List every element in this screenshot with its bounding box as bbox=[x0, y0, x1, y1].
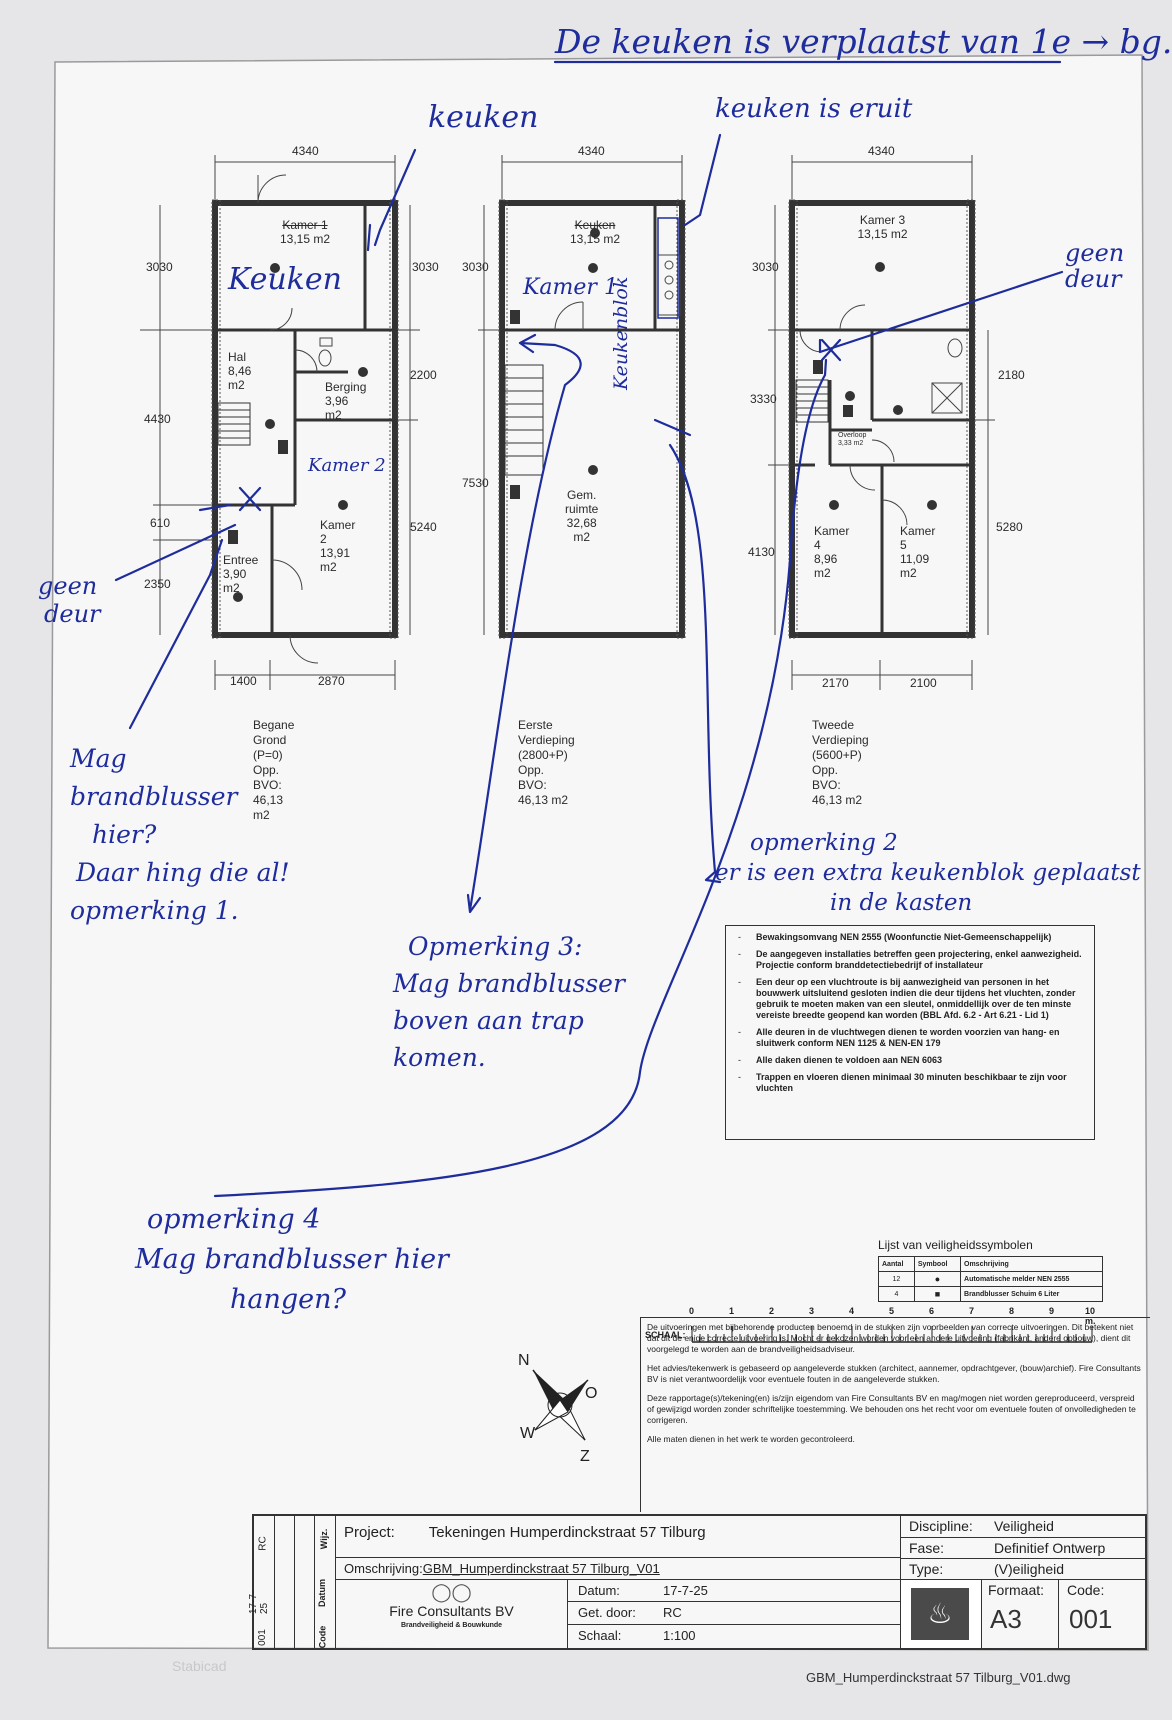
floor1-caption: Begane Grond (P=0) Opp. BVO: 46,13 m2 bbox=[253, 718, 295, 822]
handwritten-kamer1: Kamer 1 bbox=[523, 275, 618, 300]
dim-right-2: 2200 bbox=[410, 368, 437, 382]
fire-logo-icon: ◯◯ bbox=[431, 1582, 472, 1602]
paper-sheet bbox=[47, 54, 1149, 1651]
compass-rose bbox=[532, 1369, 589, 1441]
dim-top: 4340 bbox=[292, 144, 319, 158]
brand-logo-cell: ♨ bbox=[901, 1580, 981, 1648]
handwritten-opmerking-2: opmerking 2 er is een extra keukenblok g… bbox=[715, 830, 1141, 916]
handwritten-keuken-in-room: Keuken bbox=[228, 262, 342, 297]
note-item: -De aangegeven installaties betreffen ge… bbox=[738, 949, 1082, 970]
handwritten-opmerking-1: Mag brandblusser hier? Daar hing die al!… bbox=[70, 744, 290, 925]
safety-symbol-legend: Lijst van veiligheidssymbolen Aantal Sym… bbox=[878, 1238, 1103, 1302]
dim-top: 4340 bbox=[868, 144, 895, 158]
discipline-rows: Discipline:Veiligheid Fase:Definitief On… bbox=[901, 1516, 1145, 1580]
handwritten-keukenblok: Keukenblok bbox=[610, 276, 632, 390]
handwritten-opmerking-3: Opmerking 3: Mag brandblusser boven aan … bbox=[393, 932, 625, 1072]
dim-left-1: 3030 bbox=[462, 260, 489, 274]
dim-right-1: 2180 bbox=[998, 368, 1025, 382]
floor3-caption: Tweede Verdieping (5600+P) Opp. BVO: 46,… bbox=[812, 718, 869, 807]
flame-logo-icon: ♨ bbox=[911, 1588, 969, 1640]
extinguisher-icon: ■ bbox=[913, 1286, 962, 1302]
dim-bottom-1: 1400 bbox=[230, 674, 257, 688]
note-item: -Een deur op een vluchtroute is bij aanw… bbox=[738, 977, 1076, 1020]
project-row: Project: Tekeningen Humperdinckstraat 57… bbox=[336, 1516, 901, 1558]
room-berging: Berging 3,96 m2 bbox=[325, 380, 367, 422]
room-keuken: Keuken 13,15 m2 bbox=[569, 218, 621, 246]
dim-left-2: 3330 bbox=[750, 392, 777, 406]
dim-left-3: 610 bbox=[150, 516, 171, 530]
footer-stamp: Stabicad bbox=[172, 1658, 227, 1674]
company-logo-cell: ◯◯ Fire Consultants BV Brandveiligheid &… bbox=[336, 1580, 568, 1648]
floor-eerste-verdieping bbox=[478, 155, 686, 639]
handwritten-keuken-label: keuken bbox=[428, 100, 539, 135]
room-kamer1: Kamer 1 13,15 m2 bbox=[279, 218, 331, 246]
room-hal: Hal 8,46 m2 bbox=[228, 350, 252, 392]
scale-label: SCHAAL: bbox=[645, 1330, 686, 1340]
room-kamer3: Kamer 3 13,15 m2 bbox=[857, 213, 908, 241]
detector-icon: ● bbox=[913, 1271, 962, 1287]
handwritten-annotations bbox=[114, 60, 1064, 1198]
dim-left-2: 4430 bbox=[144, 412, 171, 426]
dim-left-3: 4130 bbox=[748, 545, 775, 559]
dim-top: 4340 bbox=[578, 144, 605, 158]
room-gem-ruimte: Gem. ruimte 32,68 m2 bbox=[565, 488, 599, 544]
room-kamer4: Kamer 4 8,96 m2 bbox=[814, 524, 850, 580]
room-kamer5: Kamer 5 11,09 m2 bbox=[900, 524, 936, 580]
floor2-caption: Eerste Verdieping (2800+P) Opp. BVO: 46,… bbox=[518, 718, 575, 807]
legend-title: Lijst van veiligheidssymbolen bbox=[878, 1238, 1033, 1252]
dim-left-4: 2350 bbox=[144, 577, 171, 591]
floor-begane-grond bbox=[140, 155, 420, 690]
dim-right-3: 5240 bbox=[410, 520, 437, 534]
note-item: -Bewakingsomvang NEN 2555 (Woonfunctie N… bbox=[738, 932, 1052, 942]
room-kamer2: Kamer 2 13,91 m2 bbox=[320, 518, 356, 574]
table-row: Aantal Symbool Omschrijving bbox=[878, 1256, 1103, 1272]
handwritten-geen-deur-left: geen deur bbox=[38, 572, 101, 628]
dim-left-1: 3030 bbox=[146, 260, 173, 274]
legend-table: Aantal Symbool Omschrijving 12 ● Automat… bbox=[878, 1256, 1103, 1302]
room-entree: Entree 3,90 m2 bbox=[223, 553, 259, 595]
handwritten-keuken-eruit: keuken is eruit bbox=[715, 94, 913, 124]
handwritten-geen-deur-right: geen deur bbox=[1065, 239, 1125, 293]
handwritten-top-note: De keuken is verplaatst van 1e → bg. bbox=[555, 22, 1172, 61]
dim-right-1: 3030 bbox=[412, 260, 439, 274]
disclaimer-box: De uitvoeringen met bijbehorende product… bbox=[640, 1317, 1150, 1512]
title-block: RC 17-7-25 001 Wijz. Datum Code Project:… bbox=[248, 1514, 1147, 1650]
formaat-cell: Formaat: A3 bbox=[981, 1580, 1059, 1648]
table-row: 12 ● Automatische melder NEN 2555 bbox=[878, 1271, 1103, 1287]
dim-left-1: 3030 bbox=[752, 260, 779, 274]
handwritten-kamer2: Kamer 2 bbox=[308, 455, 386, 476]
footer-filename: GBM_Humperdinckstraat 57 Tilburg_V01.dwg bbox=[806, 1670, 1071, 1685]
meta-rows: Datum:17-7-25 Get. door:RC Schaal:1:100 bbox=[568, 1580, 901, 1648]
revision-columns: RC 17-7-25 001 Wijz. Datum Code bbox=[248, 1516, 336, 1648]
scale-bar bbox=[691, 1326, 1093, 1343]
room-overloop: Overloop 3,33 m2 bbox=[838, 432, 867, 447]
dim-bottom-2: 2870 bbox=[318, 674, 345, 688]
note-item: -Alle daken dienen te voldoen aan NEN 60… bbox=[738, 1055, 943, 1065]
omschrijving-row: Omschrijving:GBM_Humperdinckstraat 57 Ti… bbox=[336, 1558, 901, 1580]
notes-box: -Bewakingsomvang NEN 2555 (Woonfunctie N… bbox=[725, 925, 1095, 1140]
dim-right-2: 5280 bbox=[996, 520, 1023, 534]
code-cell: Code: 001 bbox=[1067, 1582, 1113, 1634]
table-row: 4 ■ Brandblusser Schuim 6 Liter bbox=[878, 1286, 1103, 1302]
note-item: -Alle deuren in de vluchtwegen dienen te… bbox=[738, 1027, 1060, 1048]
floor-tweede-verdieping bbox=[768, 155, 995, 690]
dim-bottom-1: 2170 bbox=[822, 676, 849, 690]
dim-bottom-2: 2100 bbox=[910, 676, 937, 690]
note-item: -Trappen en vloeren dienen minimaal 30 m… bbox=[738, 1072, 1067, 1093]
handwritten-opmerking-4: opmerking 4 Mag brandblusser hier hangen… bbox=[135, 1204, 449, 1315]
dim-left-2: 7530 bbox=[462, 476, 489, 490]
